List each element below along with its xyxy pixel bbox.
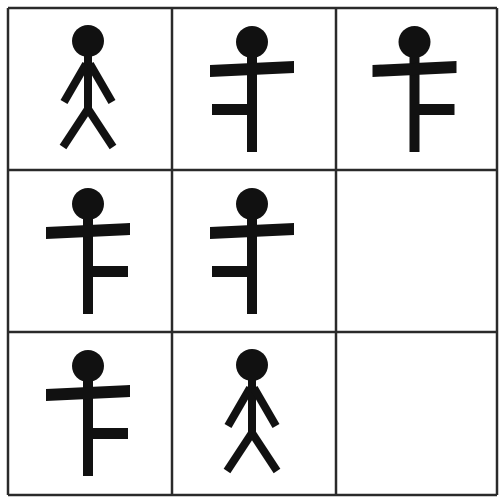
cell-r2-c1	[8, 170, 172, 332]
grid-cells	[8, 8, 497, 495]
cell-background	[336, 170, 497, 332]
cell-r1-c3	[336, 8, 497, 170]
figure-lower-bar	[212, 266, 252, 277]
cell-r3-c3-empty	[336, 332, 497, 495]
cell-r3-c2	[172, 332, 336, 495]
figure-head	[72, 350, 104, 382]
cell-background	[336, 332, 497, 495]
cell-r2-c2	[172, 170, 336, 332]
figure-head	[236, 349, 268, 381]
figure-head	[236, 188, 268, 220]
figure-lower-bar	[88, 428, 128, 439]
figure-lower-bar	[212, 104, 252, 115]
cell-r2-c3-empty	[336, 170, 497, 332]
figure-lower-bar	[88, 266, 128, 277]
figure-head	[72, 188, 104, 220]
cell-r1-c2	[172, 8, 336, 170]
figure-lower-bar	[415, 104, 455, 115]
figure-head	[399, 26, 431, 58]
figure-head	[72, 25, 104, 57]
figure-head	[236, 26, 268, 58]
cell-r1-c1	[8, 8, 172, 170]
cell-r3-c1	[8, 332, 172, 495]
